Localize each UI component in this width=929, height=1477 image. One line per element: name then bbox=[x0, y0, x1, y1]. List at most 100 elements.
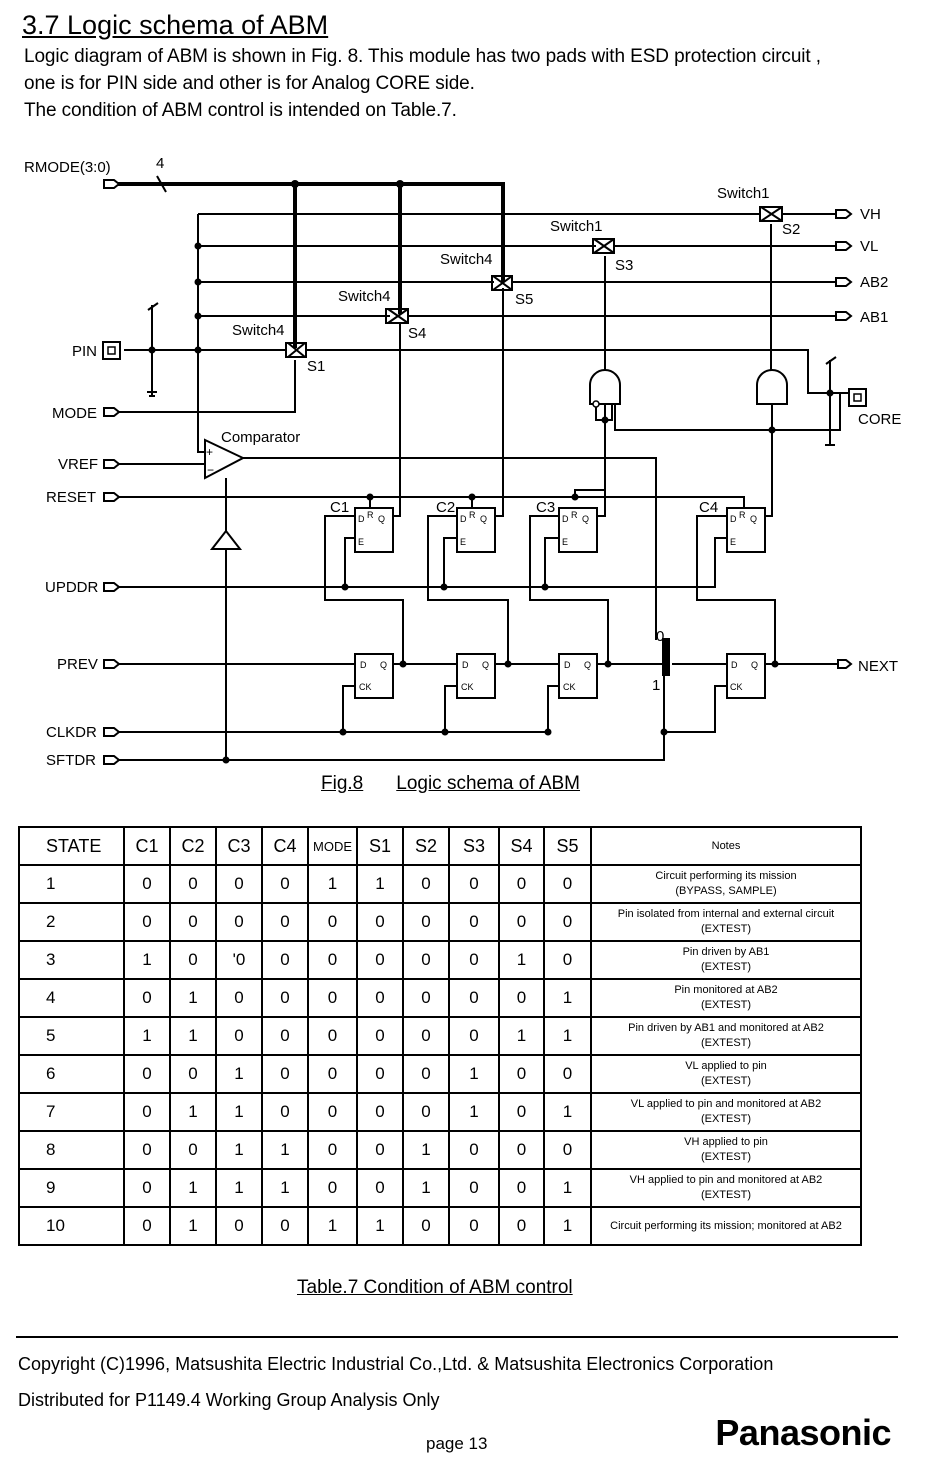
ff-pin-e: E bbox=[460, 537, 466, 547]
value-cell: 1 bbox=[169, 1168, 217, 1208]
switch4-label-c: Switch4 bbox=[232, 322, 285, 339]
note-line: Pin monitored at AB2 bbox=[674, 984, 778, 996]
value-cell: 0 bbox=[123, 1168, 171, 1208]
header-s1: S1 bbox=[356, 826, 404, 866]
table-caption: Table.7 Condition of ABM control bbox=[297, 1277, 573, 1298]
value-cell: 0 bbox=[356, 902, 404, 942]
note-line: Pin driven by AB1 and monitored at AB2 bbox=[628, 1022, 824, 1034]
logic-schema-diagram: RMODE(3:0) 4 PIN MODE VREF RESET UPDDR P… bbox=[24, 155, 901, 769]
sftdr-label: SFTDR bbox=[46, 752, 96, 769]
ff-pin-r: R bbox=[739, 510, 746, 520]
ff-pin-q: Q bbox=[750, 514, 757, 524]
value-cell: 0 bbox=[123, 902, 171, 942]
value-cell: 1 bbox=[169, 1206, 217, 1246]
mux-0-label: 0 bbox=[656, 628, 664, 645]
comparator-label: Comparator bbox=[221, 429, 300, 446]
s1-label: S1 bbox=[307, 358, 325, 375]
value-cell: 1 bbox=[448, 1054, 500, 1094]
value-cell: 0 bbox=[261, 902, 309, 942]
copyright-text: Copyright (C)1996, Matsushita Electric I… bbox=[18, 1354, 774, 1374]
ff-pin-q: Q bbox=[482, 660, 489, 670]
value-cell: 0 bbox=[402, 1092, 450, 1132]
comparator-minus: − bbox=[207, 463, 214, 477]
value-cell: 0 bbox=[498, 1130, 545, 1170]
value-cell: 1 bbox=[169, 978, 217, 1018]
ff-pin-e: E bbox=[730, 537, 736, 547]
ff-pin-q: Q bbox=[378, 514, 385, 524]
note-line: (EXTEST) bbox=[700, 1151, 752, 1163]
value-cell: 1 bbox=[307, 1206, 358, 1246]
value-cell: 0 bbox=[402, 902, 450, 942]
note-line: (EXTEST) bbox=[700, 961, 752, 973]
header-c3: C3 bbox=[215, 826, 263, 866]
state-cell: 5 bbox=[18, 1016, 125, 1056]
value-cell: 0 bbox=[498, 1054, 545, 1094]
value-cell: 0 bbox=[498, 1206, 545, 1246]
ff-pin-r: R bbox=[469, 510, 476, 520]
header-c4: C4 bbox=[261, 826, 309, 866]
pin-label: PIN bbox=[72, 343, 97, 360]
value-cell: 0 bbox=[307, 978, 358, 1018]
value-cell: 0 bbox=[307, 1130, 358, 1170]
value-cell: 0 bbox=[123, 978, 171, 1018]
note-line: (EXTEST) bbox=[700, 1113, 752, 1125]
ff-pin-d: D bbox=[460, 514, 467, 524]
ff-pin-d: D bbox=[730, 514, 737, 524]
state-cell: 8 bbox=[18, 1130, 125, 1170]
notes-cell: VL applied to pin(EXTEST) bbox=[590, 1054, 862, 1094]
next-label: NEXT bbox=[858, 658, 898, 675]
value-cell: 0 bbox=[356, 1092, 404, 1132]
note-line: VL applied to pin bbox=[685, 1060, 767, 1072]
value-cell: 1 bbox=[215, 1092, 263, 1132]
c2-label: C2 bbox=[436, 499, 455, 516]
value-cell: 0 bbox=[402, 1206, 450, 1246]
value-cell: 0 bbox=[498, 864, 545, 904]
value-cell: 0 bbox=[448, 1130, 500, 1170]
value-cell: 0 bbox=[498, 1092, 545, 1132]
intro-line-1: Logic diagram of ABM is shown in Fig. 8.… bbox=[24, 46, 821, 67]
figure-title: Logic schema of ABM bbox=[396, 773, 581, 794]
note-line: Pin driven by AB1 bbox=[682, 946, 770, 958]
value-cell: 0 bbox=[356, 1168, 404, 1208]
header-s2: S2 bbox=[402, 826, 450, 866]
value-cell: 1 bbox=[123, 940, 171, 980]
value-cell: 0 bbox=[169, 864, 217, 904]
value-cell: 1 bbox=[402, 1130, 450, 1170]
value-cell: 0 bbox=[356, 1016, 404, 1056]
value-cell: 0 bbox=[448, 864, 500, 904]
note-line: Circuit performing its mission; monitore… bbox=[610, 1219, 842, 1232]
ff-pin-d: D bbox=[360, 660, 367, 670]
c4-label: C4 bbox=[699, 499, 718, 516]
value-cell: 1 bbox=[169, 1092, 217, 1132]
ff-pin-q: Q bbox=[751, 660, 758, 670]
value-cell: 1 bbox=[215, 1130, 263, 1170]
state-cell: 9 bbox=[18, 1168, 125, 1208]
note-line: Circuit performing its mission bbox=[655, 870, 797, 882]
state-cell: 2 bbox=[18, 902, 125, 942]
value-cell: 0 bbox=[307, 1092, 358, 1132]
value-cell: 0 bbox=[543, 864, 592, 904]
vref-label: VREF bbox=[58, 456, 98, 473]
value-cell: 0 bbox=[123, 1054, 171, 1094]
value-cell: 0 bbox=[123, 864, 171, 904]
header-s5: S5 bbox=[543, 826, 592, 866]
figure-number: Fig.8 bbox=[321, 773, 364, 794]
state-cell: 3 bbox=[18, 940, 125, 980]
vh-label: VH bbox=[860, 206, 881, 223]
state-cell: 7 bbox=[18, 1092, 125, 1132]
note-line: VH applied to pin and monitored at AB2 bbox=[629, 1174, 823, 1186]
value-cell: 1 bbox=[215, 1168, 263, 1208]
ff-pin-d: D bbox=[358, 514, 365, 524]
value-cell: 1 bbox=[356, 1206, 404, 1246]
state-cell: 4 bbox=[18, 978, 125, 1018]
value-cell: 0 bbox=[261, 1206, 309, 1246]
rmode-label: RMODE(3:0) bbox=[24, 159, 111, 176]
core-label: CORE bbox=[858, 411, 901, 428]
page-number: page 13 bbox=[426, 1434, 488, 1453]
ff-pin-ck: CK bbox=[563, 682, 576, 692]
note-line: (EXTEST) bbox=[700, 1189, 752, 1201]
clkdr-label: CLKDR bbox=[46, 724, 97, 741]
